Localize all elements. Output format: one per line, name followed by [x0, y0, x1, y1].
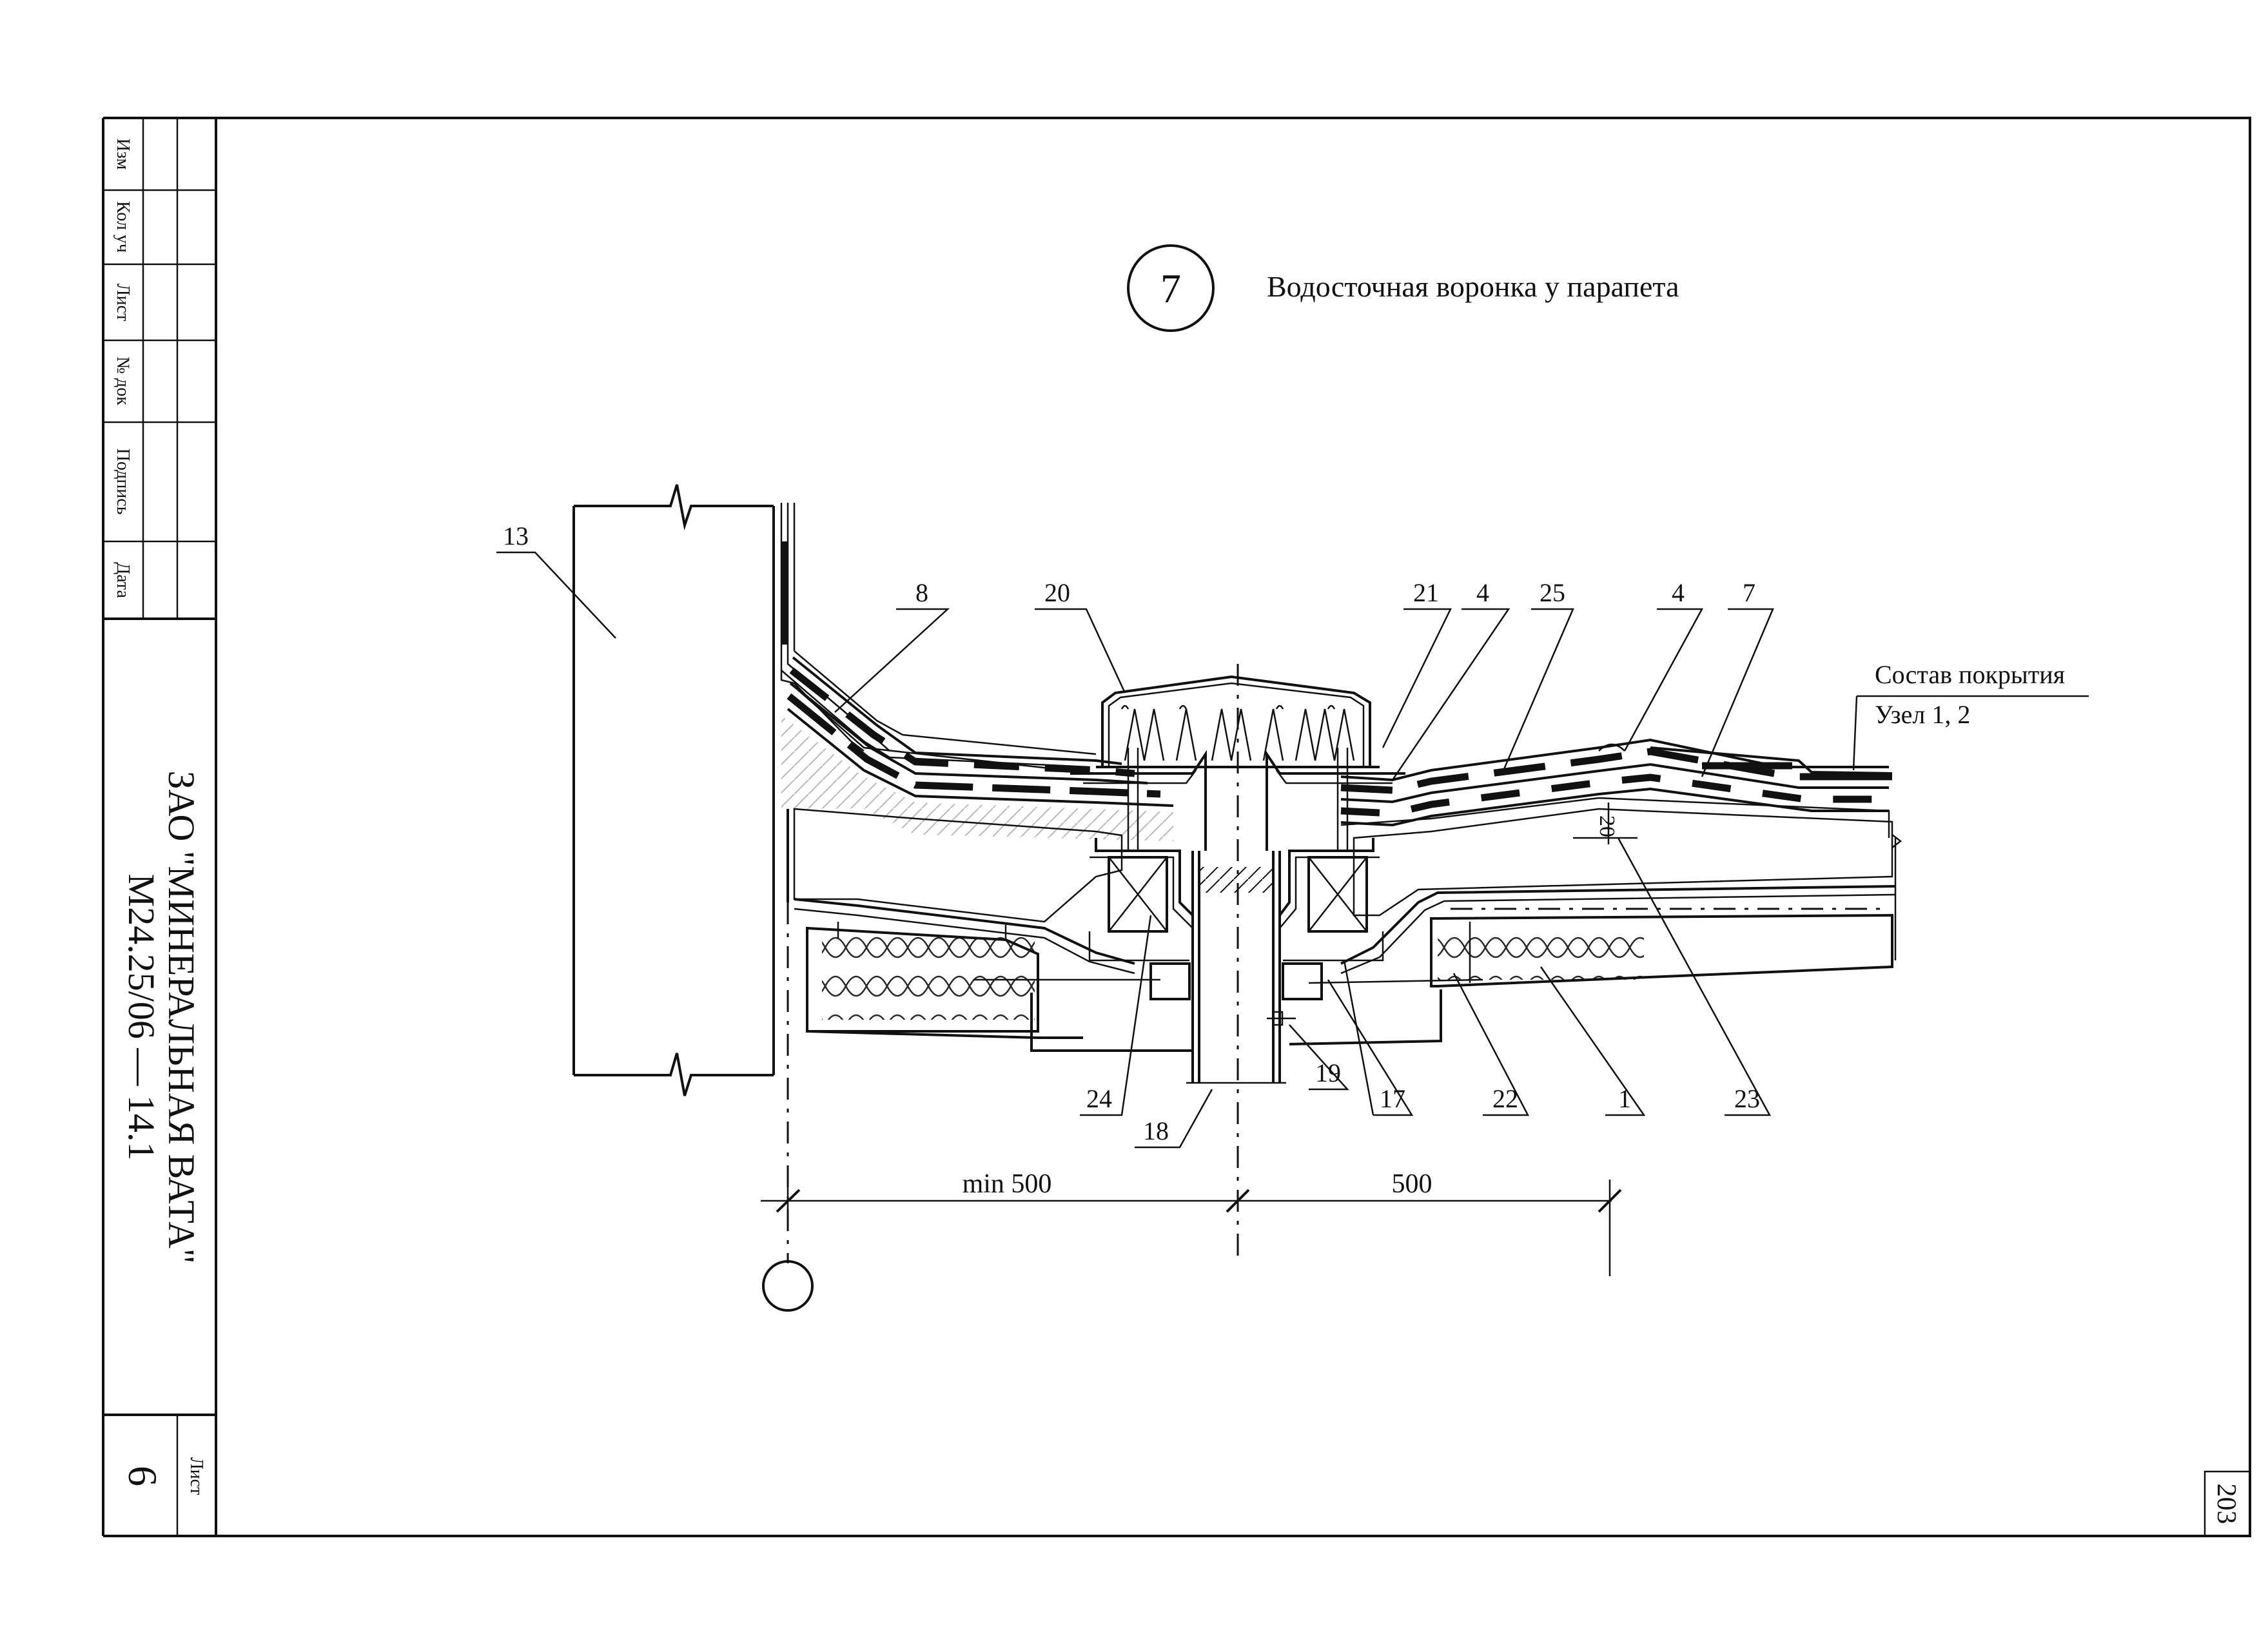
- base-layers: [794, 834, 1902, 975]
- callout-23: 23: [1734, 1084, 1760, 1113]
- stamp-signature: Подпись: [113, 449, 133, 515]
- wool-slab-right: [1430, 913, 1893, 987]
- dimension-lines: min 500 500 20: [761, 802, 1637, 1276]
- company-name: ЗАО "МИНЕРАЛЬНАЯ ВАТА": [161, 770, 202, 1263]
- bracket: [973, 978, 1483, 1052]
- membrane-layers: [787, 656, 1893, 827]
- callouts: 13 8 20 21 4 25 4 7 24 18 19 17 22 1 23: [503, 521, 1760, 1145]
- stamp-list: Лист: [113, 284, 133, 322]
- parapet-wall: [572, 484, 775, 1096]
- stamp-date: Дата: [113, 562, 133, 598]
- page-number: 203: [2211, 1484, 2241, 1524]
- node-number: 7: [1160, 266, 1181, 311]
- callout-21: 21: [1413, 578, 1439, 607]
- callout-24: 24: [1086, 1084, 1112, 1113]
- title-block: ЗАО "МИНЕРАЛЬНАЯ ВАТА" М24.25/06 — 14.1 …: [120, 770, 2241, 1524]
- stamp-block: Изм Кол уч Лист № док Подпись Дата: [113, 139, 133, 599]
- stamp-doc-no: № док: [113, 356, 133, 405]
- drawing-title: Водосточная воронка у парапета: [1267, 270, 1679, 303]
- callout-13: 13: [503, 521, 529, 550]
- wool-slab-left: [806, 922, 1083, 1039]
- callout-8: 8: [915, 578, 928, 607]
- callout-22: 22: [1492, 1084, 1518, 1113]
- layer-note: Состав покрытия Узел 1, 2: [1875, 660, 2065, 729]
- dimension-slope: 20: [1595, 815, 1619, 837]
- sheet-frame: [102, 117, 2251, 1537]
- document-code: М24.25/06 — 14.1: [121, 874, 162, 1161]
- stamp-izm: Изм: [113, 139, 133, 170]
- parapet-flashing: [780, 503, 796, 651]
- callout-17: 17: [1380, 1084, 1405, 1113]
- callout-7: 7: [1743, 578, 1755, 607]
- callout-25: 25: [1540, 578, 1565, 607]
- callout-20: 20: [1044, 578, 1070, 607]
- node-header: 7 Водосточная воронка у парапета: [1127, 244, 1679, 332]
- screed-layer: [781, 715, 1890, 841]
- sheet-label: Лист: [186, 1457, 206, 1495]
- dimension-left: min 500: [963, 1169, 1052, 1199]
- callout-1: 1: [1618, 1084, 1631, 1113]
- note-line-2: Узел 1, 2: [1875, 700, 1970, 729]
- dimension-right: 500: [1392, 1169, 1432, 1199]
- callout-19: 19: [1315, 1058, 1341, 1087]
- stamp-kol-uch: Кол уч: [113, 201, 133, 253]
- roof-drain-section: min 500 500 20: [496, 484, 2089, 1312]
- note-line-1: Состав покрытия: [1875, 660, 2065, 689]
- callout-4-left: 4: [1476, 578, 1489, 607]
- axis-lines: [762, 664, 1239, 1312]
- callout-18: 18: [1143, 1116, 1169, 1145]
- sheet-number: 6: [120, 1466, 166, 1486]
- callout-4-right: 4: [1672, 578, 1685, 607]
- leader-lines: [496, 551, 2089, 1149]
- insulation-right: [1353, 808, 1893, 917]
- drain-funnel: [1070, 748, 1405, 1084]
